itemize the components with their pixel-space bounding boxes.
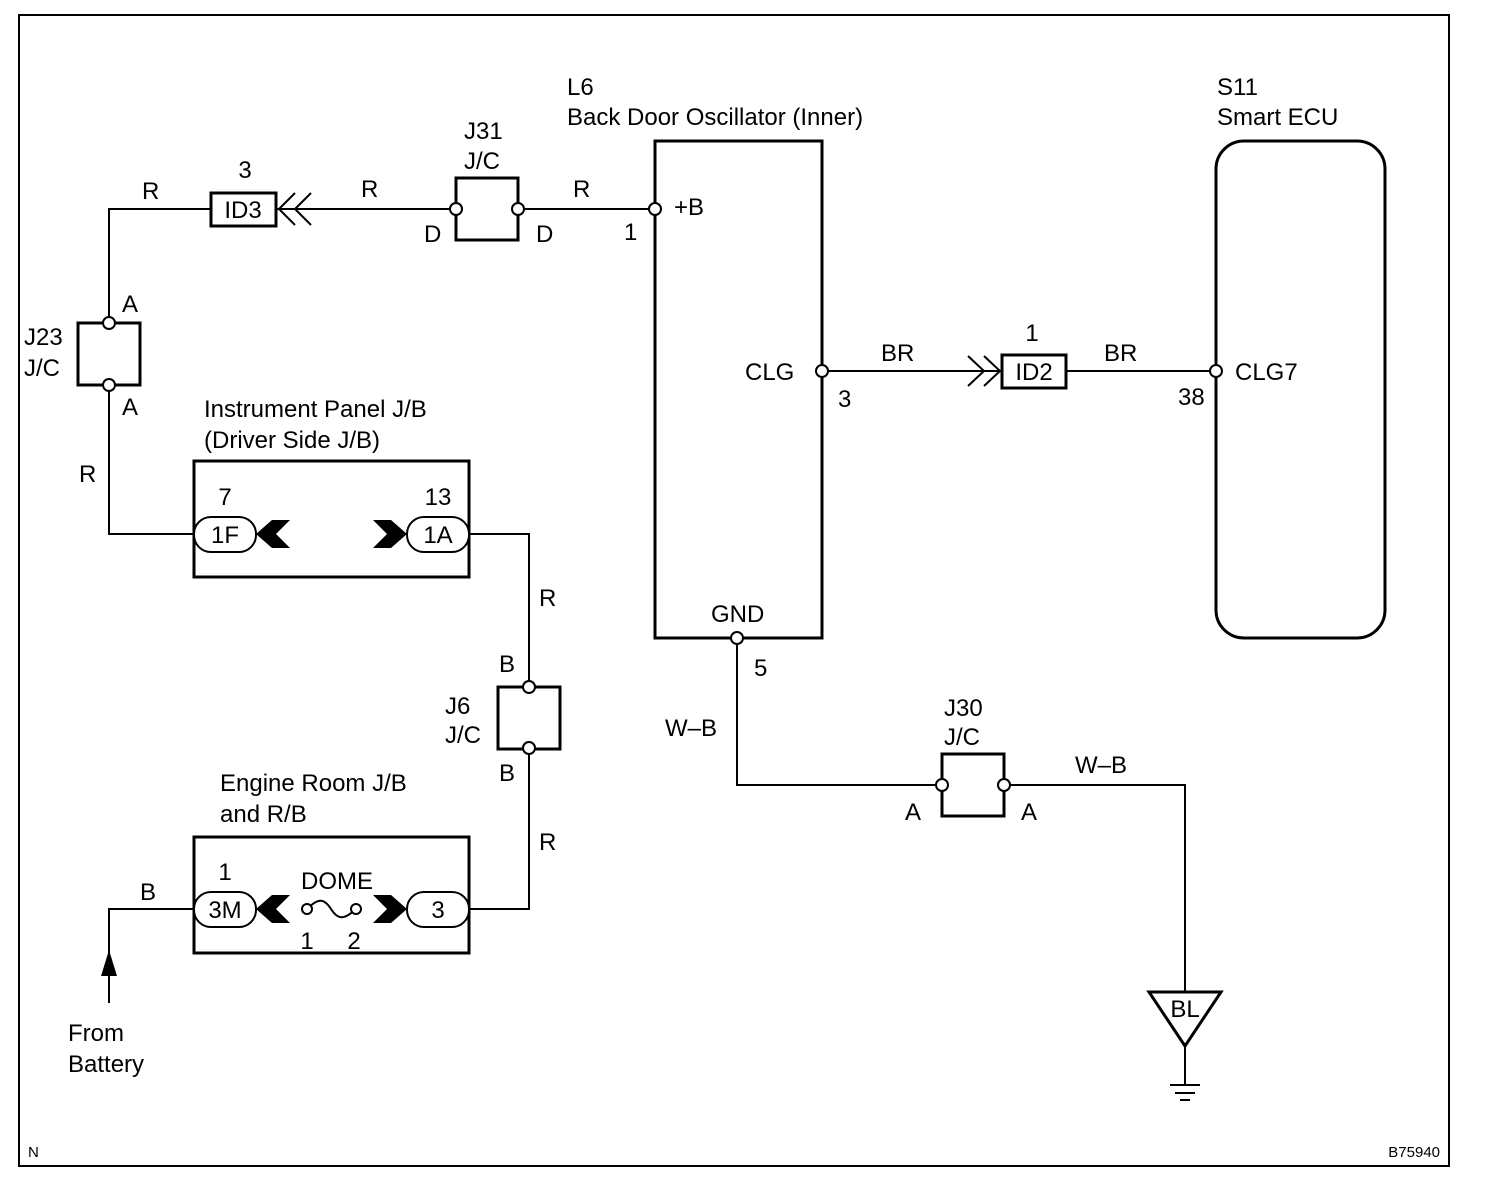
wire-color-wb: W–B xyxy=(1075,752,1127,779)
ecu-box xyxy=(1214,139,1387,640)
j31-connector xyxy=(454,176,520,242)
j30-right-pin: A xyxy=(1021,799,1037,826)
j23-top-pin: A xyxy=(122,291,138,318)
id2-label: ID2 xyxy=(1015,359,1052,386)
pin-plus-b: +B xyxy=(674,194,704,221)
j31-right-pin: D xyxy=(536,221,553,248)
wire-color-r: R xyxy=(142,178,159,205)
j31-left-pin: D xyxy=(424,221,441,248)
corner-label: N xyxy=(28,1144,39,1161)
conn-3m-label: 3M xyxy=(208,897,241,924)
wire-color-br: BR xyxy=(1104,340,1137,367)
j23-id: J23 xyxy=(24,324,63,351)
wire-color-wb: W–B xyxy=(665,715,717,742)
battery-label-line1: From xyxy=(68,1020,124,1047)
ecu-name: Smart ECU xyxy=(1217,104,1338,131)
connection-points xyxy=(102,202,1223,792)
diagram-frame xyxy=(18,14,1450,1167)
ground-label: BL xyxy=(1170,996,1199,1023)
conn-3 xyxy=(406,891,470,928)
j6-type: J/C xyxy=(445,722,481,749)
j30-left-pin: A xyxy=(905,799,921,826)
wire-color-r: R xyxy=(539,585,556,612)
conn-3m-pin: 1 xyxy=(218,859,231,886)
id3-label: ID3 xyxy=(224,197,261,224)
ecu-pin-clg7: CLG7 xyxy=(1235,359,1298,386)
connector-arrows xyxy=(256,520,407,923)
wire-color-r: R xyxy=(361,176,378,203)
j30-connector xyxy=(940,752,1006,818)
oscillator-name: Back Door Oscillator (Inner) xyxy=(567,104,863,131)
wire-color-br: BR xyxy=(881,340,914,367)
j30-id: J30 xyxy=(944,695,983,722)
pin-plus-b-number: 1 xyxy=(624,219,637,246)
id2-pin: 1 xyxy=(1025,320,1038,347)
j23-connector xyxy=(76,321,142,387)
figure-id: B75940 xyxy=(1388,1144,1440,1161)
ip-jb-title: Instrument Panel J/B xyxy=(204,396,427,423)
pin-clg-number: 3 xyxy=(838,386,851,413)
j6-bottom-pin: B xyxy=(499,760,515,787)
ip-jb-subtitle: (Driver Side J/B) xyxy=(204,427,380,454)
wire-color-b: B xyxy=(140,879,156,906)
j6-id: J6 xyxy=(445,693,470,720)
wire-color-r: R xyxy=(79,461,96,488)
oscillator-id: L6 xyxy=(567,74,594,101)
ecu-pin-number: 38 xyxy=(1178,384,1205,411)
id3-pin: 3 xyxy=(238,157,251,184)
conn-3m xyxy=(193,891,257,928)
wire-color-r: R xyxy=(539,829,556,856)
conn-1f-label: 1F xyxy=(211,522,239,549)
conn-1f-pin: 7 xyxy=(218,484,231,511)
id2-connector xyxy=(1000,353,1068,390)
wire-color-r: R xyxy=(573,176,590,203)
j6-top-pin: B xyxy=(499,651,515,678)
pin-gnd: GND xyxy=(711,601,764,628)
pin-clg: CLG xyxy=(745,359,794,386)
pin-gnd-number: 5 xyxy=(754,655,767,682)
ecu-id: S11 xyxy=(1217,74,1258,101)
conn-3-label: 3 xyxy=(431,897,444,924)
conn-1f xyxy=(193,516,257,553)
ground-symbol-icon xyxy=(1146,990,1224,1101)
fuse-dome-label: DOME xyxy=(301,868,373,895)
j31-id: J31 xyxy=(464,118,503,145)
chevron-marks xyxy=(277,192,1002,387)
dome-fuse xyxy=(301,899,362,919)
er-jb-subtitle: and R/B xyxy=(220,801,307,828)
er-jb-title: Engine Room J/B xyxy=(220,770,407,797)
conn-1a-label: 1A xyxy=(423,522,452,549)
oscillator-box xyxy=(653,139,824,640)
conn-1a-pin: 13 xyxy=(425,484,452,511)
id3-connector xyxy=(209,191,278,228)
battery-label-line2: Battery xyxy=(68,1051,144,1078)
fuse-pin-1: 1 xyxy=(300,928,313,955)
j6-connector xyxy=(496,685,562,751)
conn-1a xyxy=(406,516,470,553)
battery-arrow-icon xyxy=(101,950,117,976)
j30-type: J/C xyxy=(944,724,980,751)
fuse-pin-2: 2 xyxy=(347,928,360,955)
j23-bottom-pin: A xyxy=(122,394,138,421)
j31-type: J/C xyxy=(464,148,500,175)
j23-type: J/C xyxy=(24,355,60,382)
